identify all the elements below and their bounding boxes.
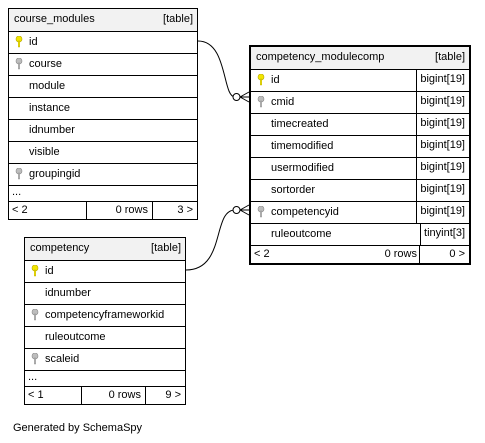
column-name: id bbox=[271, 74, 280, 86]
column-row[interactable]: visible bbox=[9, 141, 197, 163]
more-columns-ellipsis: ... bbox=[28, 371, 38, 383]
column-type: bigint[19] bbox=[416, 70, 469, 91]
row-count: 0 rows bbox=[384, 248, 417, 260]
column-name: groupingid bbox=[29, 168, 81, 180]
column-name: scaleid bbox=[45, 353, 80, 365]
link-competencyid-optional-marker bbox=[232, 206, 241, 214]
column-name: instance bbox=[29, 102, 70, 114]
column-name: id bbox=[45, 265, 54, 277]
column-name: timecreated bbox=[271, 118, 329, 130]
table-competency[interactable]: competency [table] id idnumber competenc… bbox=[24, 237, 186, 405]
parents-link[interactable]: < 2 bbox=[12, 204, 28, 216]
column-name: competencyid bbox=[271, 206, 339, 218]
column-name: usermodified bbox=[271, 162, 334, 174]
column-type: bigint[19] bbox=[416, 114, 469, 135]
primary-key-icon bbox=[257, 73, 265, 86]
column-name: visible bbox=[29, 146, 60, 158]
column-name: idnumber bbox=[45, 287, 91, 299]
table-name: competency_modulecomp bbox=[256, 51, 385, 63]
foreign-key-icon bbox=[31, 352, 39, 365]
more-columns-row[interactable]: ... bbox=[9, 185, 197, 201]
column-type: bigint[19] bbox=[416, 136, 469, 157]
column-name: course bbox=[29, 58, 63, 70]
column-row[interactable]: idnumber bbox=[9, 119, 197, 141]
link-cmid-to-course-modules-id bbox=[197, 40, 236, 98]
column-row[interactable]: ruleoutcome tinyint[3] bbox=[251, 223, 469, 245]
generator-credit: Generated by SchemaSpy bbox=[13, 422, 143, 434]
column-row[interactable]: id bbox=[9, 31, 197, 53]
table-header: course_modules [table] bbox=[9, 9, 197, 31]
foreign-key-icon bbox=[15, 167, 23, 180]
table-kind: [table] bbox=[435, 51, 465, 63]
link-competencyid-to-competency-id bbox=[185, 209, 236, 271]
column-row[interactable]: usermodified bigint[19] bbox=[251, 157, 469, 179]
column-type: tinyint[3] bbox=[420, 224, 469, 245]
column-row[interactable]: timecreated bigint[19] bbox=[251, 113, 469, 135]
table-footer: < 2 0 rows 0 > bbox=[251, 245, 469, 263]
column-type: bigint[19] bbox=[416, 202, 469, 223]
column-type: bigint[19] bbox=[416, 158, 469, 179]
link-cmid-crowfoot bbox=[239, 91, 250, 103]
table-course-modules[interactable]: course_modules [table] id course module … bbox=[8, 8, 198, 220]
table-name: course_modules bbox=[14, 13, 95, 25]
column-name: competencyframeworkid bbox=[45, 309, 165, 321]
table-footer: < 1 0 rows 9 > bbox=[25, 386, 185, 404]
foreign-key-icon bbox=[257, 205, 265, 218]
foreign-key-icon bbox=[15, 57, 23, 70]
foreign-key-icon bbox=[257, 95, 265, 108]
column-name: idnumber bbox=[29, 124, 75, 136]
column-row[interactable]: timemodified bigint[19] bbox=[251, 135, 469, 157]
table-footer: < 2 0 rows 3 > bbox=[9, 201, 197, 219]
link-competencyid-crowfoot bbox=[239, 204, 250, 216]
column-row[interactable]: sortorder bigint[19] bbox=[251, 179, 469, 201]
table-header: competency_modulecomp [table] bbox=[251, 47, 469, 69]
column-row[interactable]: instance bbox=[9, 97, 197, 119]
parents-link[interactable]: < 1 bbox=[28, 389, 44, 401]
column-name: timemodified bbox=[271, 140, 334, 152]
column-name: sortorder bbox=[271, 184, 316, 196]
table-kind: [table] bbox=[163, 13, 193, 25]
column-name: ruleoutcome bbox=[45, 331, 106, 343]
column-row[interactable]: id bigint[19] bbox=[251, 69, 469, 91]
column-row[interactable]: course bbox=[9, 53, 197, 75]
more-columns-ellipsis: ... bbox=[12, 186, 22, 198]
table-name: competency bbox=[30, 242, 90, 254]
row-count: 0 rows bbox=[86, 202, 152, 219]
row-count: 0 rows bbox=[81, 387, 145, 404]
column-type: bigint[19] bbox=[416, 92, 469, 113]
foreign-key-icon bbox=[31, 308, 39, 321]
column-row[interactable]: groupingid bbox=[9, 163, 197, 185]
primary-key-icon bbox=[15, 35, 23, 48]
column-name: module bbox=[29, 80, 66, 92]
column-name: cmid bbox=[271, 96, 295, 108]
column-row[interactable]: idnumber bbox=[25, 282, 185, 304]
table-header: competency [table] bbox=[25, 238, 185, 260]
column-row[interactable]: competencyframeworkid bbox=[25, 304, 185, 326]
column-row[interactable]: competencyid bigint[19] bbox=[251, 201, 469, 223]
children-link[interactable]: 3 > bbox=[152, 202, 197, 219]
children-link[interactable]: 9 > bbox=[145, 387, 185, 404]
column-type: bigint[19] bbox=[416, 180, 469, 201]
column-name: ruleoutcome bbox=[271, 228, 332, 240]
column-row[interactable]: ruleoutcome bbox=[25, 326, 185, 348]
column-row[interactable]: id bbox=[25, 260, 185, 282]
primary-key-icon bbox=[31, 264, 39, 277]
parents-link[interactable]: < 2 bbox=[254, 248, 270, 260]
link-cmid-optional-marker bbox=[232, 93, 241, 101]
column-row[interactable]: scaleid bbox=[25, 348, 185, 370]
column-name: id bbox=[29, 36, 38, 48]
children-link[interactable]: 0 > bbox=[419, 246, 469, 263]
column-row[interactable]: module bbox=[9, 75, 197, 97]
more-columns-row[interactable]: ... bbox=[25, 370, 185, 386]
table-kind: [table] bbox=[151, 242, 181, 254]
table-competency-modulecomp[interactable]: competency_modulecomp [table] id bigint[… bbox=[249, 45, 471, 265]
column-row[interactable]: cmid bigint[19] bbox=[251, 91, 469, 113]
